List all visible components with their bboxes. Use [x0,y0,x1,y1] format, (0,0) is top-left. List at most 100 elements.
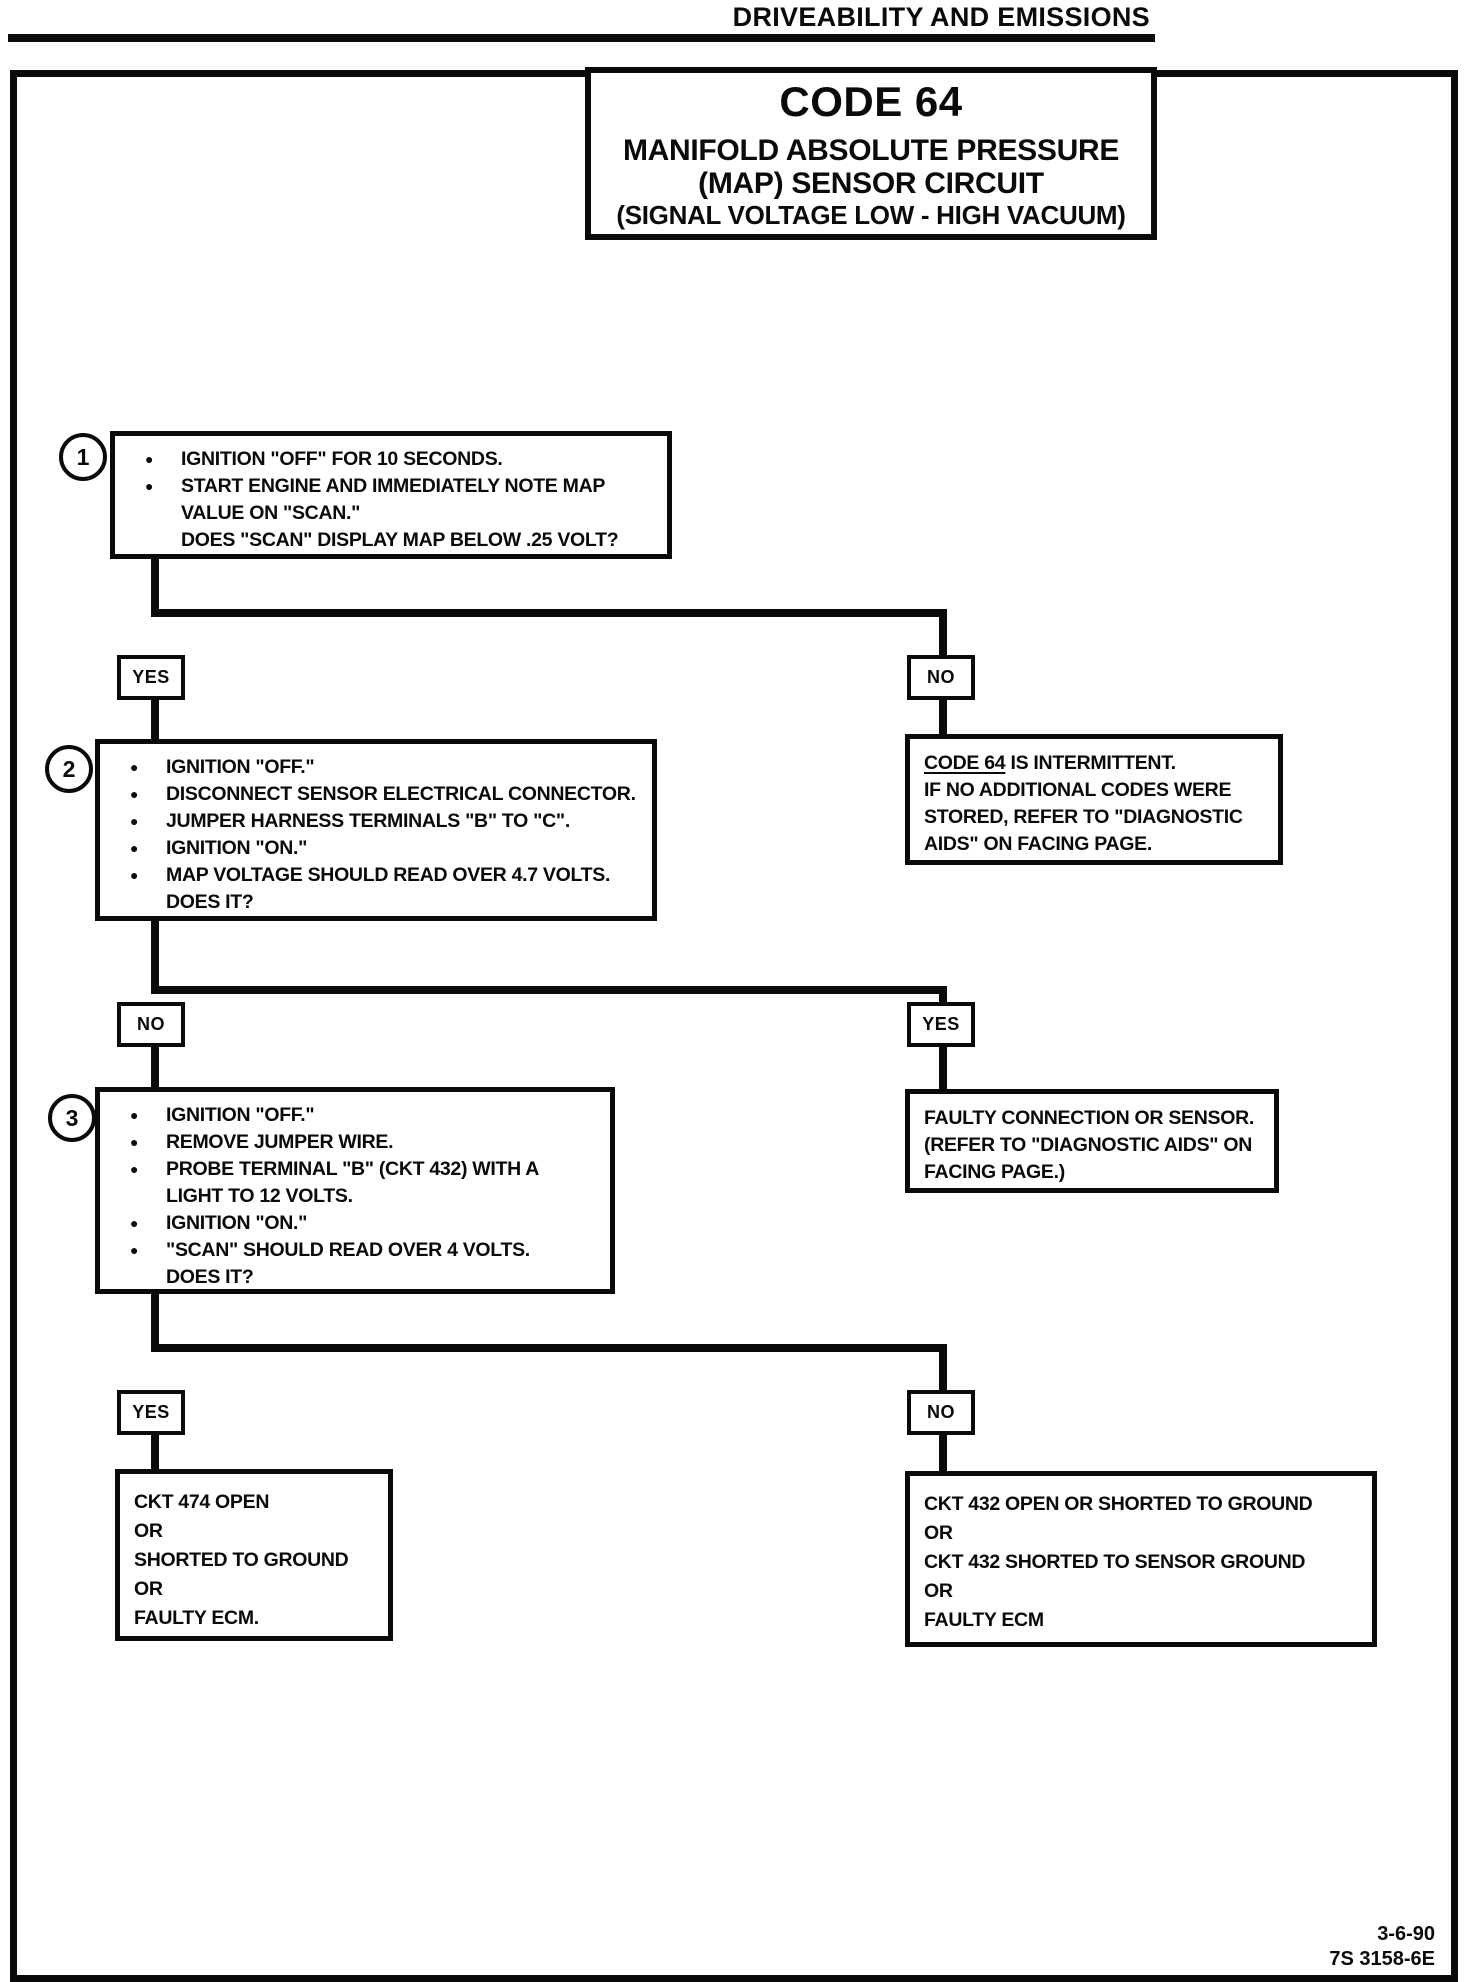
page-header-title: DRIVEABILITY AND EMISSIONS [732,2,1150,32]
title-box: CODE 64 MANIFOLD ABSOLUTE PRESSURE (MAP)… [585,67,1157,240]
step-2-number: 2 [62,755,76,782]
step-2-box: ● IGNITION "OFF." ● DISCONNECT SENSOR ELEC… [95,739,657,921]
result-text: CKT 432 SHORTED TO SENSOR GROUND [924,1551,1306,1573]
bullet-icon: ● [130,1215,139,1231]
result-text: FAULTY ECM [924,1609,1044,1631]
connector-line [939,609,947,657]
faulty-sensor-result-box: FAULTY CONNECTION OR SENSOR. (REFER TO "… [905,1089,1279,1193]
footer-date: 3-6-90 [1377,1923,1435,1945]
connector-line [151,699,159,741]
ckt474-result-box: CKT 474 OPEN OR SHORTED TO GROUND OR FAU… [115,1469,393,1641]
step-1-box: ● IGNITION "OFF" FOR 10 SECONDS. ● START E… [110,431,672,559]
title-subtitle-3: (SIGNAL VOLTAGE LOW - HIGH VACUUM) [616,199,1126,230]
connector-line [151,609,947,617]
connector-line [151,1294,159,1352]
bullet-icon: ● [130,1161,139,1177]
result-text: (REFER TO "DIAGNOSTIC AIDS" ON [924,1134,1253,1156]
result-text: AIDS" ON FACING PAGE. [924,833,1152,855]
decision-text: YES [132,667,170,687]
instruction-text: DISCONNECT SENSOR ELECTRICAL CONNECTOR. [166,783,636,805]
step-1-number-badge: 1 [59,433,107,481]
instruction-text: REMOVE JUMPER WIRE. [166,1131,394,1153]
instruction-line: ●MAP VOLTAGE SHOULD READ OVER 4.7 VOLTS. [100,862,652,889]
result-text: OR [924,1580,953,1602]
result-text: CODE 64 IS INTERMITTENT. [924,750,1264,777]
bullet-icon: ● [130,1242,139,1258]
instruction-text: DOES IT? [166,1266,254,1288]
instruction-text: START ENGINE AND IMMEDIATELY NOTE MAP [181,475,606,497]
instruction-text: IGNITION "OFF" FOR 10 SECONDS. [181,448,503,470]
instruction-line: ● IGNITION "OFF" FOR 10 SECONDS. [115,446,667,473]
decision-text: NO [137,1014,165,1034]
connector-line [151,1344,947,1352]
step-3-number-badge: 3 [48,1094,96,1142]
step-3-box: ● IGNITION "OFF." ● REMOVE JUMPER WIRE. ● P… [95,1087,615,1294]
bullet-icon: ● [145,478,154,494]
instruction-line: ● IGNITION "OFF." [100,754,652,781]
result-text: OR [134,1520,163,1542]
instruction-line: DOES IT? [100,1264,610,1291]
instruction-line: DOES IT? [100,889,652,916]
code-title: CODE 64 [779,77,963,125]
instruction-text: IGNITION "OFF." [166,756,315,778]
result-text: OR [134,1578,163,1600]
result-text: CKT 432 OPEN OR SHORTED TO GROUND [924,1493,1313,1515]
instruction-text: IGNITION "ON." [166,837,308,859]
instruction-text: "SCAN" SHOULD READ OVER 4 VOLTS. [166,1239,530,1261]
instruction-line: ● IGNITION "ON." [100,1210,610,1237]
bullet-icon: ● [145,451,154,467]
instruction-line: ● PROBE TERMINAL "B" (CKT 432) WITH A [100,1156,610,1183]
instruction-text: IGNITION "OFF." [166,1104,315,1126]
instruction-text: JUMPER HARNESS TERMINALS "B" TO "C". [166,810,570,832]
header-rule [8,34,1155,42]
connector-line [151,920,159,990]
decision-label-yes-2: YES [907,1002,975,1047]
ckt432-result-box: CKT 432 OPEN OR SHORTED TO GROUND OR CKT… [905,1471,1377,1647]
footer-revision: 3-6-90 7S 3158-6E [1035,1922,1435,1972]
decision-text: NO [927,1402,955,1422]
instruction-line: ● REMOVE JUMPER WIRE. [100,1129,610,1156]
instruction-text: PROBE TERMINAL "B" (CKT 432) WITH A [166,1158,540,1180]
instruction-line: ● DISCONNECT SENSOR ELECTRICAL CONNECTOR. [100,781,652,808]
connector-line [939,1434,947,1472]
instruction-text: DOES IT? [166,891,254,913]
instruction-line: ● "SCAN" SHOULD READ OVER 4 VOLTS. [100,1237,610,1264]
intermittent-result-box: CODE 64 IS INTERMITTENT. IF NO ADDITIONA… [905,734,1283,865]
connector-line [939,986,947,1004]
result-text: SHORTED TO GROUND [134,1549,349,1571]
bullet-icon: ● [130,1107,139,1123]
decision-text: YES [922,1014,960,1034]
flowchart-frame [10,70,1458,1982]
decision-label-yes-3: YES [117,1390,185,1435]
result-text: IF NO ADDITIONAL CODES WERE [924,779,1232,801]
title-subtitle-2: (MAP) SENSOR CIRCUIT [698,166,1044,200]
decision-label-no-1: NO [907,655,975,700]
step-2-number-badge: 2 [45,745,93,793]
step-3-number: 3 [65,1104,79,1131]
instruction-line: LIGHT TO 12 VOLTS. [100,1183,610,1210]
instruction-line: ● START ENGINE AND IMMEDIATELY NOTE MAP [115,473,667,500]
result-text: CKT 474 OPEN [134,1491,270,1513]
title-subtitle-1: MANIFOLD ABSOLUTE PRESSURE [622,133,1120,167]
bullet-icon: ● [130,867,139,883]
bullet-icon: ● [130,840,139,856]
result-text: FAULTY ECM. [134,1607,259,1629]
result-text: STORED, REFER TO "DIAGNOSTIC [924,806,1243,828]
result-text: FACING PAGE.) [924,1161,1065,1183]
connector-line [151,986,947,994]
bullet-icon: ● [130,786,139,802]
bullet-icon: ● [130,813,139,829]
bullet-icon: ● [130,1134,139,1150]
connector-line [151,1434,159,1470]
decision-label-yes-1: YES [117,655,185,700]
footer-document-code: 7S 3158-6E [1329,1948,1435,1970]
instruction-line: ● IGNITION "OFF." [100,1102,610,1129]
instruction-line: DOES "SCAN" DISPLAY MAP BELOW .25 VOLT? [115,527,667,554]
instruction-text: IGNITION "ON." [166,1212,308,1234]
decision-label-no-3: NO [907,1390,975,1435]
code-ref: CODE 64 [924,752,1006,774]
instruction-line: ● JUMPER HARNESS TERMINALS "B" TO "C". [100,808,652,835]
connector-line [151,558,159,616]
bullet-icon: ● [130,759,139,775]
